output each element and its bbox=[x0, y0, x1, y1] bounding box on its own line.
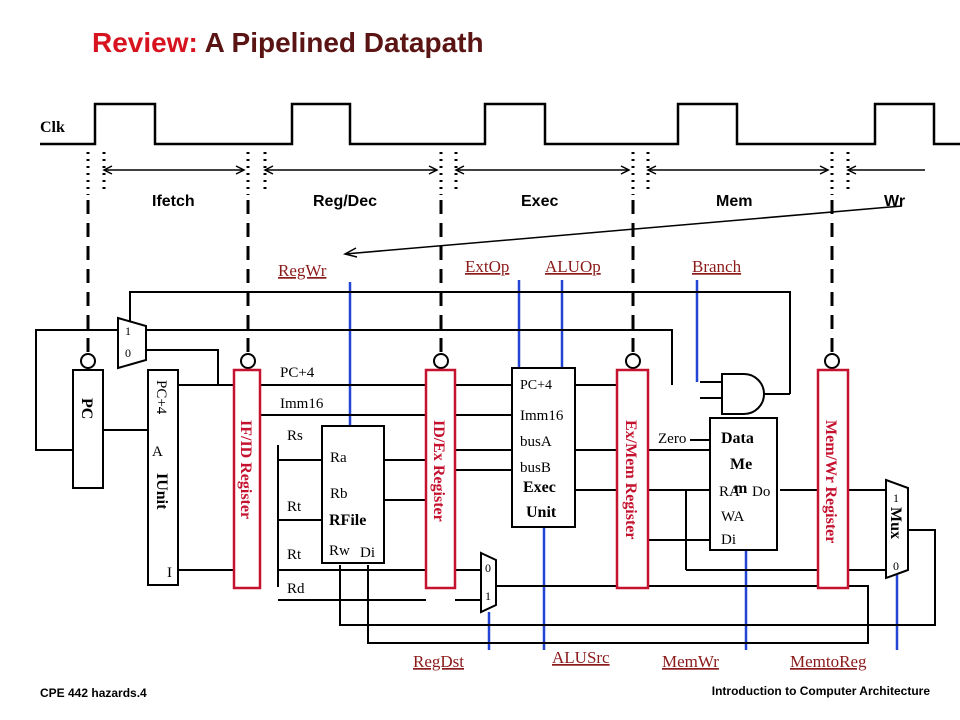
exec-label-1: Exec bbox=[523, 479, 556, 496]
control-alusrc: ALUSrc bbox=[552, 648, 610, 667]
branch-and-gate bbox=[721, 373, 765, 415]
exec-busa: busA bbox=[520, 434, 552, 450]
stage-mem: Mem bbox=[716, 193, 752, 210]
iunit-i: I bbox=[167, 565, 172, 581]
rfile-ra: Ra bbox=[330, 450, 347, 466]
control-aluop: ALUOp bbox=[545, 257, 601, 276]
rfile-di: Di bbox=[360, 545, 375, 561]
if-id-register-label: IF/ID Register bbox=[237, 420, 254, 519]
dmem-di: Di bbox=[721, 532, 736, 548]
data-memory bbox=[709, 417, 778, 551]
register-file bbox=[321, 425, 385, 564]
regdst-mux-zero: 0 bbox=[485, 561, 491, 575]
clock-waveform bbox=[40, 102, 960, 146]
regdst-mux bbox=[480, 551, 497, 614]
rfile-rb: Rb bbox=[330, 486, 348, 502]
dmem-label-1: Data bbox=[721, 430, 754, 447]
pc-label: PC bbox=[78, 398, 95, 419]
control-extop: ExtOp bbox=[465, 257, 509, 276]
dmem-do: Do bbox=[752, 484, 770, 500]
id-ex-register: ID/Ex Register bbox=[424, 368, 457, 590]
stage-regdec: Reg/Dec bbox=[313, 193, 377, 210]
iunit-pc4: PC+4 bbox=[153, 380, 169, 415]
pc-mux-zero: 0 bbox=[125, 346, 131, 360]
clock-label: Clk bbox=[40, 119, 65, 136]
footer-left: CPE 442 hazards.4 bbox=[40, 686, 147, 700]
id-rs-label: Rs bbox=[287, 428, 303, 444]
slide-title: Review: A Pipelined Datapath bbox=[92, 27, 484, 58]
stage-arrows bbox=[102, 165, 925, 175]
rfile-label: RFile bbox=[329, 512, 366, 529]
exec-imm16: Imm16 bbox=[520, 408, 564, 424]
regwr-pointer-arrow bbox=[344, 205, 903, 255]
exec-busb: busB bbox=[520, 460, 551, 476]
id-rt-label-1: Rt bbox=[287, 499, 302, 515]
dmem-label-3: m bbox=[734, 480, 748, 497]
iunit-a: A bbox=[152, 444, 163, 460]
dmem-wa: WA bbox=[721, 509, 744, 525]
iunit-label: IUnit bbox=[153, 473, 170, 510]
stage-exec: Exec bbox=[521, 193, 558, 210]
control-branch: Branch bbox=[692, 257, 742, 276]
ex-mem-register-label: Ex/Mem Register bbox=[622, 420, 639, 540]
control-regdst: RegDst bbox=[413, 652, 464, 671]
wb-mux-zero: 0 bbox=[893, 559, 899, 573]
datapath-wires bbox=[35, 291, 936, 644]
mem-wr-register: Mem/Wr Register bbox=[816, 368, 850, 590]
pc-mux bbox=[117, 316, 147, 370]
wb-mux-label: Mux bbox=[887, 507, 904, 539]
id-rt-label-2: Rt bbox=[287, 547, 302, 563]
instruction-unit bbox=[147, 369, 179, 586]
control-regwr: RegWr bbox=[278, 261, 327, 280]
writeback-mux bbox=[885, 478, 909, 580]
control-memwr: MemWr bbox=[662, 652, 719, 671]
pc-register bbox=[72, 369, 104, 489]
exec-unit bbox=[511, 367, 576, 528]
pc-mux-one: 1 bbox=[125, 324, 131, 338]
regdst-mux-one: 1 bbox=[485, 589, 491, 603]
control-memtoreg: MemtoReg bbox=[790, 652, 867, 671]
rfile-rw: Rw bbox=[329, 543, 350, 559]
clock-bubbles bbox=[80, 353, 840, 369]
id-pc4-label: PC+4 bbox=[280, 365, 315, 381]
regwr-pointer-head bbox=[342, 247, 358, 258]
stage-ifetch: Ifetch bbox=[152, 193, 195, 210]
if-id-register: IF/ID Register bbox=[232, 368, 262, 590]
exec-label-2: Unit bbox=[526, 504, 557, 521]
mem-wr-register-label: Mem/Wr Register bbox=[822, 420, 839, 543]
exec-pc4: PC+4 bbox=[520, 378, 552, 393]
zero-label: Zero bbox=[658, 431, 686, 447]
id-ex-register-label: ID/Ex Register bbox=[430, 420, 447, 522]
dmem-label-2: Me bbox=[730, 456, 752, 473]
wb-mux-one: 1 bbox=[893, 491, 899, 505]
footer-right: Introduction to Computer Architecture bbox=[712, 684, 931, 698]
id-imm16-label: Imm16 bbox=[280, 396, 324, 412]
stage-boundaries bbox=[86, 152, 850, 352]
ex-mem-register: Ex/Mem Register bbox=[615, 368, 650, 590]
id-rd-label: Rd bbox=[287, 581, 305, 597]
control-wires bbox=[348, 280, 899, 650]
dmem-ra: RA bbox=[719, 484, 740, 500]
